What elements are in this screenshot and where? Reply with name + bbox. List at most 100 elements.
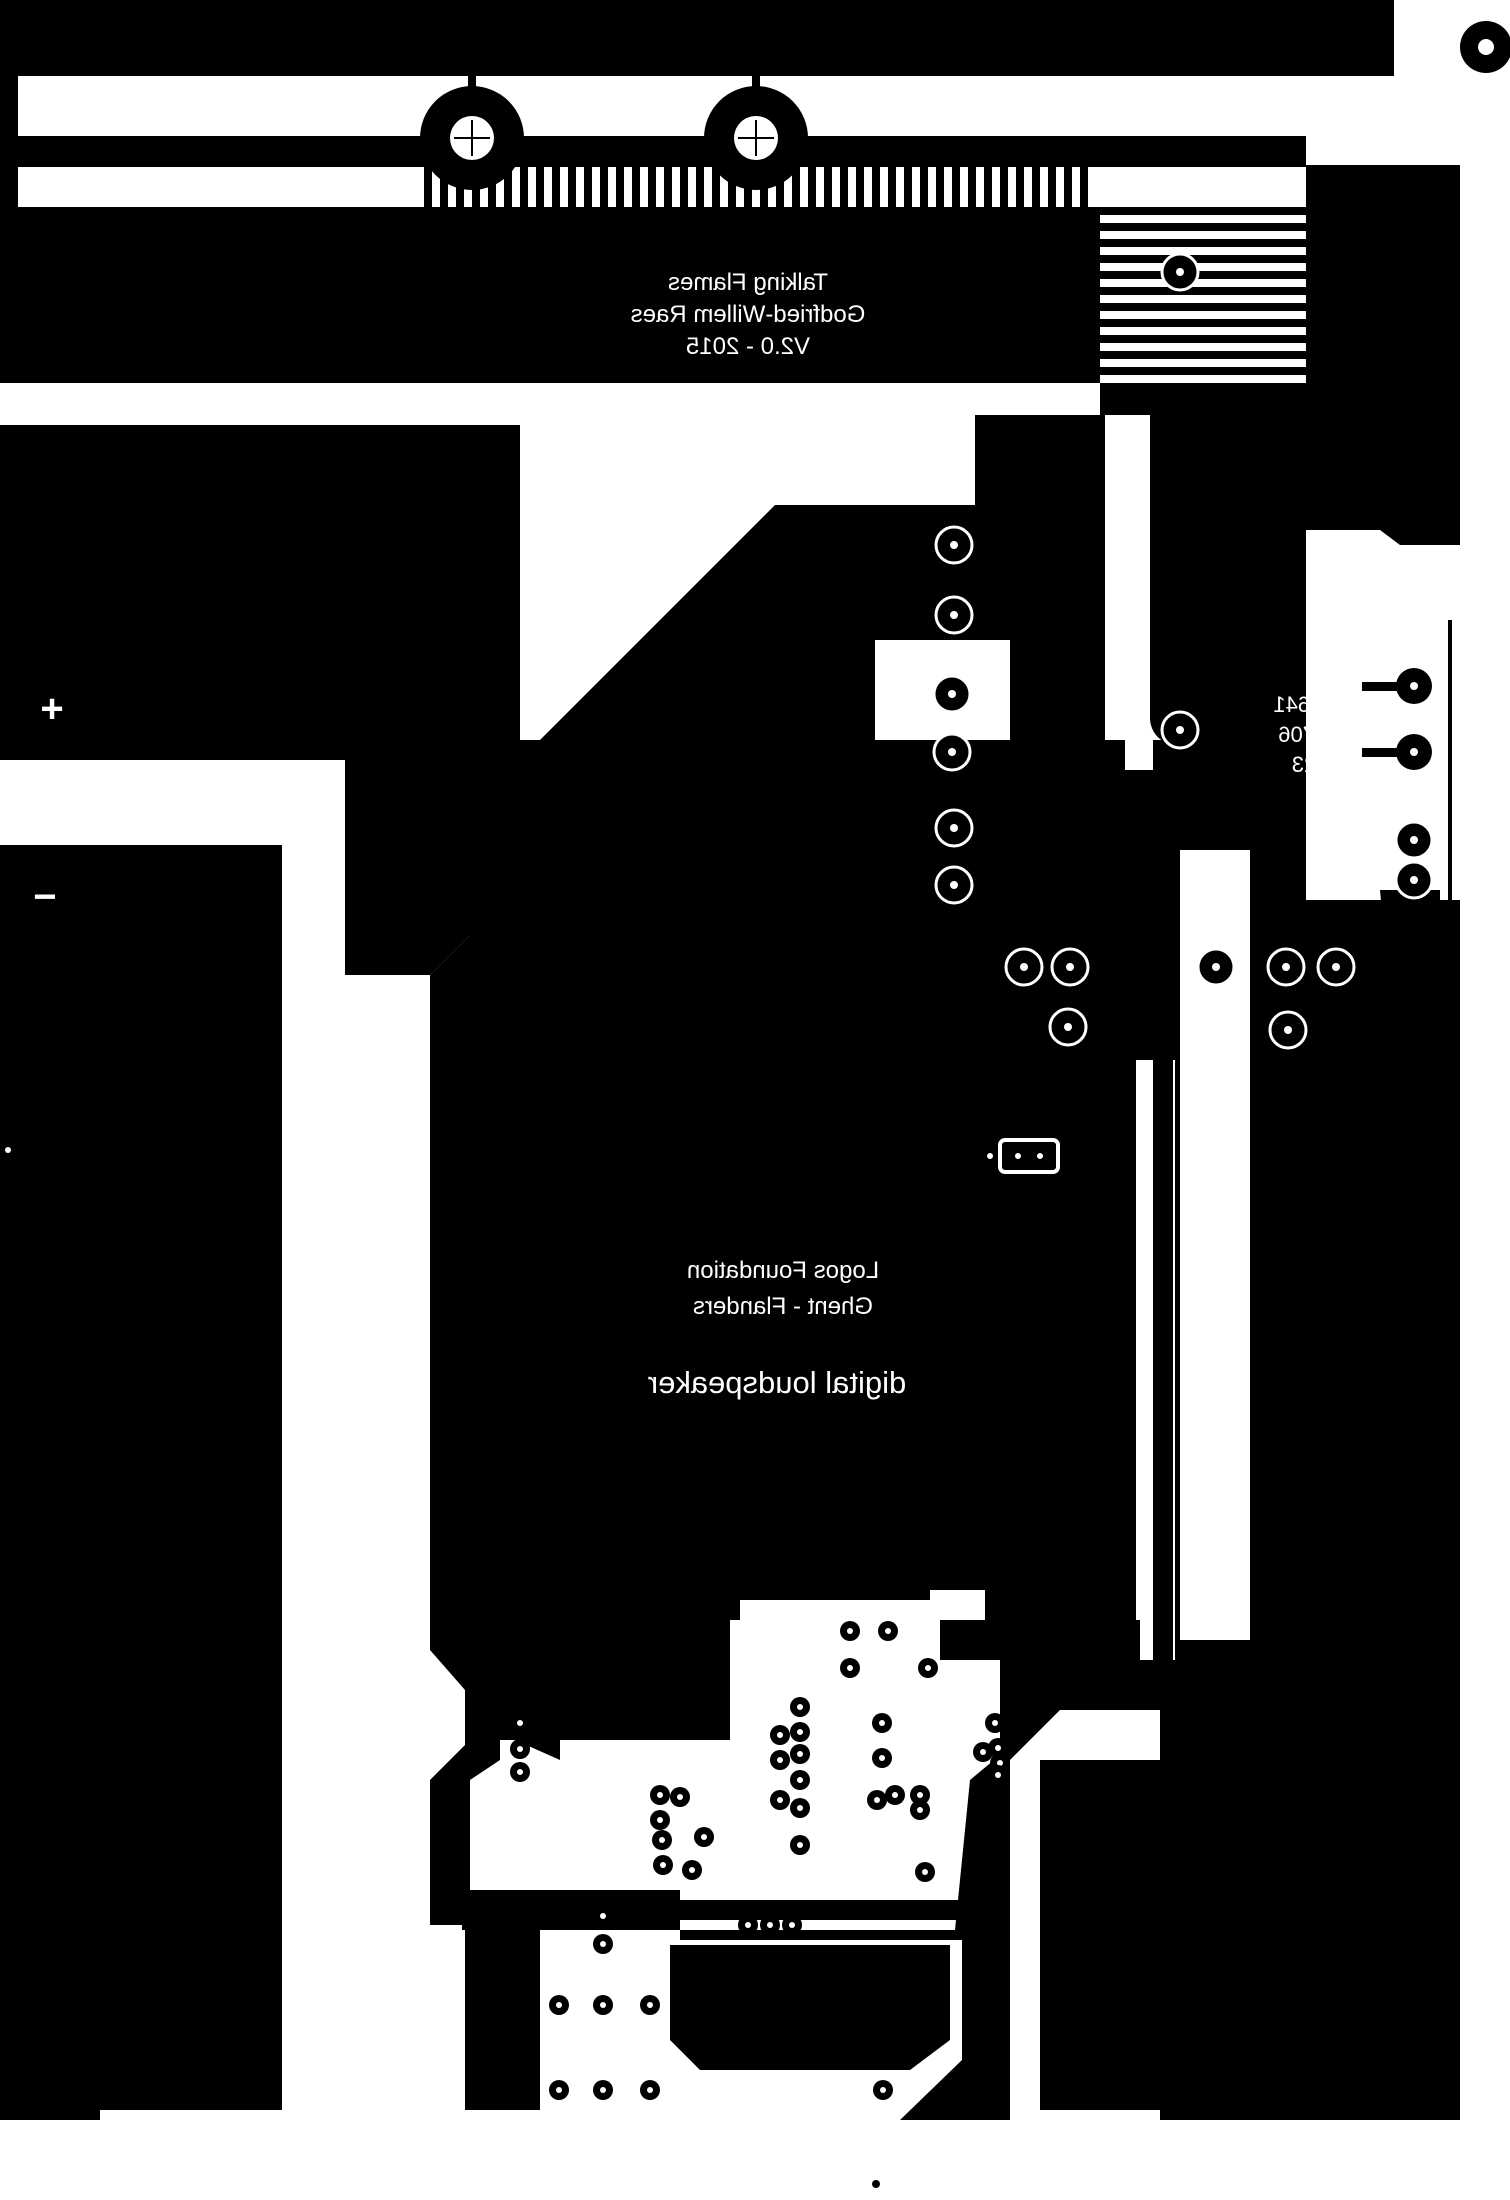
drill-hole [925, 1665, 931, 1671]
connector-finger [568, 167, 576, 207]
connector-finger [808, 167, 816, 207]
connector-finger [1064, 167, 1072, 207]
comb-gap [1100, 375, 1306, 383]
drill-hole [517, 1720, 523, 1726]
polarity-plus-label: + [40, 687, 63, 731]
comb-line [1100, 207, 1306, 215]
drill-hole [1332, 963, 1340, 971]
comb-line [1100, 239, 1306, 247]
comb-gap [1100, 359, 1306, 367]
comb-line [1100, 367, 1306, 375]
connector-finger [712, 167, 720, 207]
comb-line [1100, 223, 1306, 231]
connector-finger [968, 167, 976, 207]
drill-hole [797, 1842, 803, 1848]
copper-minus-area [0, 845, 282, 2120]
connector-finger [424, 167, 432, 207]
part-pads [1362, 668, 1432, 770]
silkscreen-header: Talking Flames Godfried-Willem Raes V2.0… [631, 269, 1335, 1400]
drill-hole [950, 881, 958, 889]
drill-hole [600, 2002, 606, 2008]
clearance-right-channel [1180, 850, 1250, 1640]
drill-hole [556, 2087, 562, 2093]
drill-hole [777, 1757, 783, 1763]
drill-hole [647, 2002, 653, 2008]
copper-diagonal-trace [345, 505, 1015, 975]
connector-finger [1048, 167, 1056, 207]
drill-hole [689, 1867, 695, 1873]
connector-finger [1000, 167, 1008, 207]
connector-finger [904, 167, 912, 207]
mounting-hole-corner [1460, 21, 1510, 73]
header-version: V2.0 - 2015 [686, 333, 810, 360]
connector-finger [728, 167, 736, 207]
connector-finger [664, 167, 672, 207]
copper-central-pour [515, 965, 1135, 1760]
connector-finger [792, 167, 800, 207]
drill-hole [660, 1862, 666, 1868]
drill-hole [1176, 726, 1184, 734]
connector-finger [488, 167, 496, 207]
drill-hole [980, 1749, 986, 1755]
drill-hole [789, 1922, 795, 1928]
copper-lower-mid [670, 1945, 950, 2070]
drill-hole [797, 1805, 803, 1811]
drill-hole [745, 1922, 751, 1928]
comb-gap [1100, 263, 1306, 271]
drill-hole [922, 1869, 928, 1875]
speck-left [5, 1147, 11, 1153]
drill-hole [847, 1628, 853, 1634]
connector-finger [776, 167, 784, 207]
drill-hole [950, 611, 958, 619]
drill-hole [995, 1745, 1001, 1751]
connector-finger [920, 167, 928, 207]
clearance-component-zone [470, 1590, 1000, 1930]
drill-hole [917, 1792, 923, 1798]
drill-hole [767, 1922, 773, 1928]
drill-hole [874, 1797, 880, 1803]
copper-trace-riser [1150, 285, 1205, 745]
comb-gap [1100, 295, 1306, 303]
mounting-hole-right [704, 76, 808, 190]
drill-hole [517, 1746, 523, 1752]
copper-lower-right [1040, 1760, 1380, 2110]
drill-hole [797, 1704, 803, 1710]
connector-finger [680, 167, 688, 207]
comb-line [1100, 287, 1306, 295]
comb-gap [1100, 247, 1306, 255]
drill-hole [797, 1729, 803, 1735]
copper-band-lower [510, 1900, 980, 1920]
copper-pours [0, 0, 1460, 2120]
connector-finger [536, 167, 544, 207]
drill-hole [892, 1792, 898, 1798]
polarity-minus-label: − [33, 875, 56, 919]
connector-finger [840, 167, 848, 207]
connector-finger [824, 167, 832, 207]
clearance-second-strip [18, 167, 1306, 207]
comb-line [1100, 303, 1306, 311]
copper-right-mid [1250, 890, 1440, 2110]
drill-hole [992, 1720, 998, 1726]
copper-top-strip [0, 0, 1394, 76]
comb-line [1100, 319, 1306, 327]
comb-gap [1100, 327, 1306, 335]
drill-hole [917, 1807, 923, 1813]
drill-hole [777, 1732, 783, 1738]
drill-hole [659, 1837, 665, 1843]
drill-hole [647, 2087, 653, 2093]
connector-finger [1080, 167, 1088, 207]
connector-finger [936, 167, 944, 207]
drill-hole [657, 1792, 663, 1798]
drill-hole [600, 1941, 606, 1947]
clearance-pm-band [0, 760, 345, 845]
mounting-holes [420, 21, 1510, 190]
connector-finger [616, 167, 624, 207]
drill-hole [879, 1755, 885, 1761]
connector-finger [600, 167, 608, 207]
drill-hole [997, 1760, 1003, 1766]
connector-finger [952, 167, 960, 207]
footer-product: digital loudspeaker [648, 1365, 907, 1400]
comb-gap [1100, 231, 1306, 239]
clearance-right-edge [1306, 136, 1510, 2200]
comb-line [1100, 351, 1306, 359]
